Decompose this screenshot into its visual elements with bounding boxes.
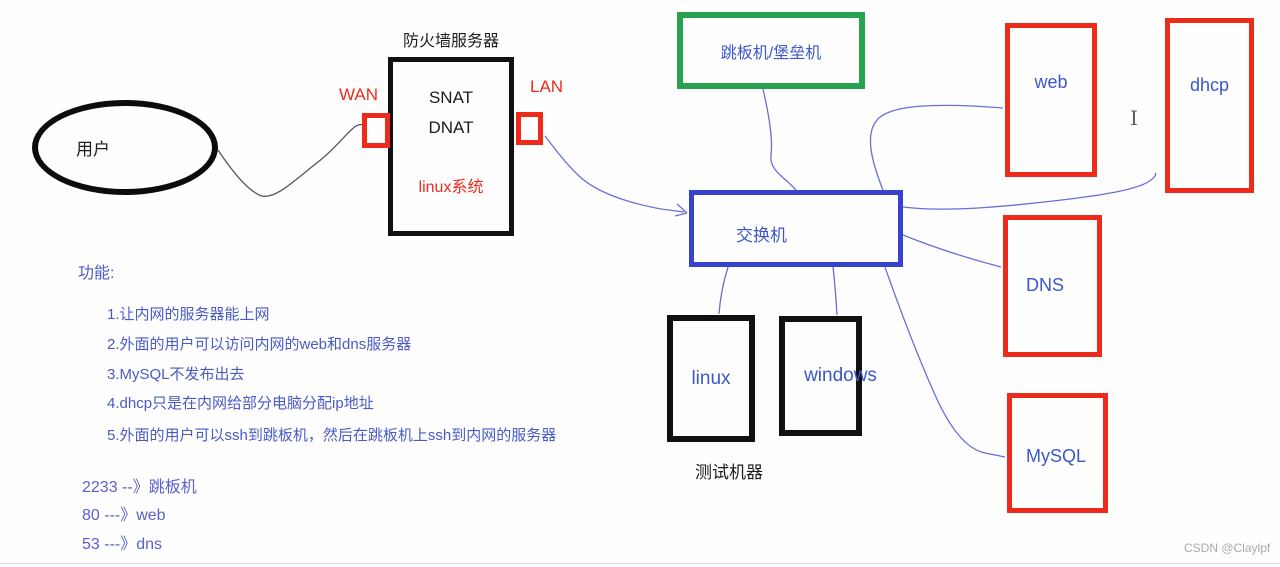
connector-switch-to-dns: [902, 234, 1002, 268]
node-switch[interactable]: 交换机: [689, 190, 903, 267]
node-firewall[interactable]: SNAT DNAT linux系统: [388, 57, 514, 236]
node-jump-server[interactable]: 跳板机/堡垒机: [677, 12, 865, 89]
test-machines-caption: 测试机器: [695, 463, 763, 482]
bottom-divider: [0, 563, 1280, 564]
note-item-3: 3.MySQL不发布出去: [107, 366, 245, 383]
node-mysql-label: MySQL: [1026, 446, 1087, 466]
firewall-snat-label: SNAT: [428, 88, 474, 107]
node-linux[interactable]: linux: [667, 315, 755, 442]
note-item-4: 4.dhcp只是在内网给部分电脑分配ip地址: [107, 395, 374, 412]
node-mysql[interactable]: MySQL: [1007, 393, 1108, 513]
note-item-2: 2.外面的用户可以访问内网的web和dns服务器: [107, 336, 412, 353]
port-mapping-web: 80 ---》web: [82, 507, 166, 524]
connector-lan-arrowhead: [674, 203, 688, 217]
connector-switch-to-dhcp: [902, 172, 1157, 210]
firewall-dnat-label: DNAT: [428, 118, 474, 137]
port-mapping-dns: 53 ---》dns: [82, 536, 163, 553]
wan-label: WAN: [339, 85, 379, 104]
firewall-title: 防火墙服务器: [402, 33, 499, 50]
connector-lan-to-switch: [544, 135, 685, 213]
note-item-1: 1.让内网的服务器能上网: [107, 306, 270, 323]
node-web-label: web: [1034, 72, 1068, 92]
connector-switch-to-windows: [832, 266, 838, 316]
connector-switch-to-mysql: [884, 266, 1006, 458]
node-dhcp-label: dhcp: [1189, 75, 1230, 95]
node-user[interactable]: 用户: [32, 100, 218, 195]
node-user-label: 用户: [76, 140, 110, 159]
port-mapping-jump: 2233 --》跳板机: [82, 479, 197, 496]
text-cursor: I: [1130, 106, 1138, 130]
node-windows-label: windows: [804, 365, 877, 386]
node-windows[interactable]: windows: [779, 316, 877, 436]
wan-port[interactable]: [362, 113, 390, 148]
connector-user-to-wan: [217, 123, 385, 197]
connector-switch-to-linux: [718, 266, 729, 315]
lan-port[interactable]: [516, 112, 543, 145]
node-dhcp[interactable]: dhcp: [1165, 18, 1254, 193]
node-dns-label: DNS: [1026, 275, 1065, 295]
node-switch-label: 交换机: [736, 226, 787, 245]
csdn-watermark: CSDN @Claylpf: [1184, 541, 1271, 555]
note-item-5: 5.外面的用户可以ssh到跳板机，然后在跳板机上ssh到内网的服务器: [107, 427, 557, 444]
lan-label: LAN: [530, 77, 564, 96]
connector-jump-to-switch: [762, 88, 797, 191]
node-web[interactable]: web: [1005, 23, 1097, 177]
connector-switch-to-web: [869, 104, 1004, 191]
node-linux-label: linux: [691, 367, 731, 389]
node-dns[interactable]: DNS: [1003, 215, 1102, 357]
firewall-os-label: linux系统: [418, 179, 484, 196]
node-jump-server-label: 跳板机/堡垒机: [720, 44, 822, 62]
notes-heading: 功能:: [78, 265, 115, 282]
